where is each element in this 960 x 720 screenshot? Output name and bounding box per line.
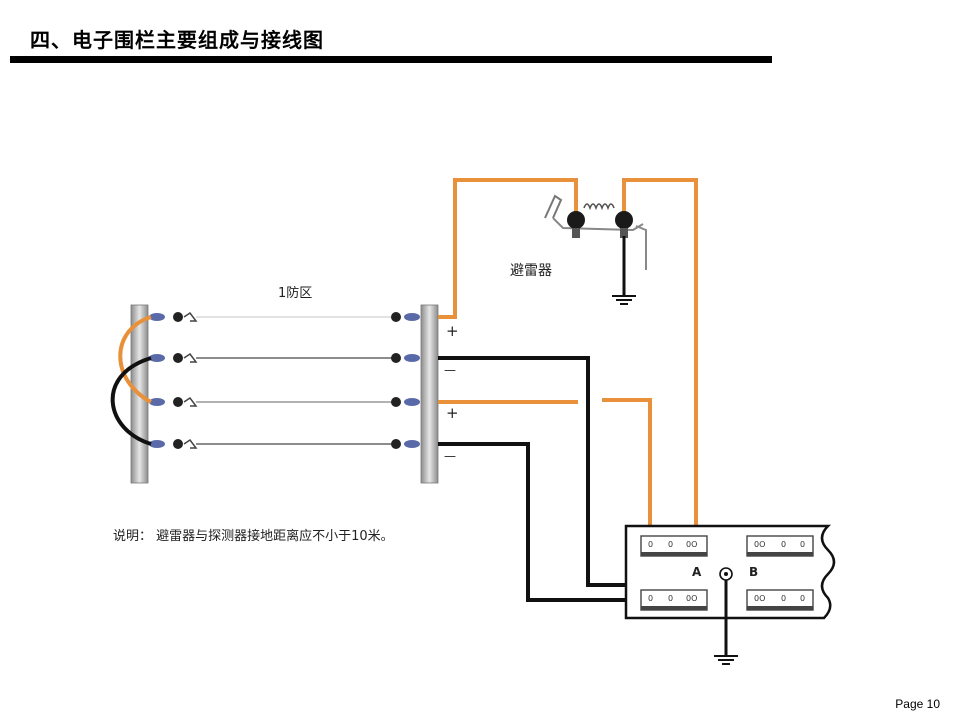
svg-text:0: 0	[668, 540, 673, 549]
svg-text:0O: 0O	[754, 540, 765, 549]
insulator	[149, 438, 198, 449]
terminal-block-b-bottom: 0O 0 0	[746, 589, 814, 611]
insulator	[391, 397, 420, 407]
insulator	[149, 311, 198, 322]
orange-wire-arrester-to-controller	[622, 178, 698, 538]
svg-text:0: 0	[781, 540, 786, 549]
orange-wire-fence-to-arrester	[438, 178, 578, 319]
svg-text:0O: 0O	[754, 594, 765, 603]
ground-symbol-arrester	[612, 236, 636, 305]
controller-label-b: B	[749, 565, 758, 579]
svg-text:0: 0	[800, 594, 805, 603]
minus-mark-1: —	[444, 363, 456, 377]
controller-label-a: A	[692, 565, 702, 579]
terminal-block-b-top: 0O 0 0	[746, 535, 814, 557]
svg-text:0O: 0O	[686, 594, 697, 603]
black-jumper-loop	[110, 356, 152, 446]
zone-label: 1防区	[278, 285, 312, 301]
svg-text:0O: 0O	[686, 540, 697, 549]
fence-wires	[196, 316, 393, 445]
left-insulators	[149, 311, 198, 449]
svg-text:0: 0	[648, 594, 653, 603]
svg-text:0: 0	[781, 594, 786, 603]
insulator	[391, 353, 420, 363]
insulator	[391, 439, 420, 449]
title-underline	[10, 56, 772, 63]
arrester-label: 避雷器	[510, 263, 552, 279]
arrester-spring	[583, 203, 615, 211]
fence-post-right	[420, 304, 439, 484]
arrester-terminal	[567, 211, 585, 229]
page-number: Page 10	[895, 697, 940, 711]
orange-wire-fence-to-controller-2	[602, 398, 652, 538]
right-insulators	[391, 312, 420, 449]
svg-text:0: 0	[668, 594, 673, 603]
insulator	[149, 352, 198, 363]
plus-mark-2: +	[446, 404, 459, 422]
minus-mark-2: —	[444, 449, 456, 463]
insulator	[391, 312, 420, 322]
terminal-block-a-bottom: 0 0 0O	[640, 589, 708, 611]
orange-jumper-loop	[118, 315, 152, 404]
black-wire-minus-2	[438, 442, 645, 602]
insulator	[149, 396, 198, 407]
ground-symbol-controller	[714, 580, 738, 665]
svg-text:0: 0	[800, 540, 805, 549]
plus-mark-1: +	[446, 322, 459, 340]
lightning-arrester	[544, 194, 647, 270]
terminal-block-a-top: 0 0 0O	[640, 535, 708, 557]
arrester-terminal	[615, 211, 633, 229]
installation-note: 说明： 避雷器与探测器接地距离应不小于10米。	[113, 528, 394, 544]
page-title: 四、电子围栏主要组成与接线图	[30, 28, 324, 52]
svg-text:0: 0	[648, 540, 653, 549]
